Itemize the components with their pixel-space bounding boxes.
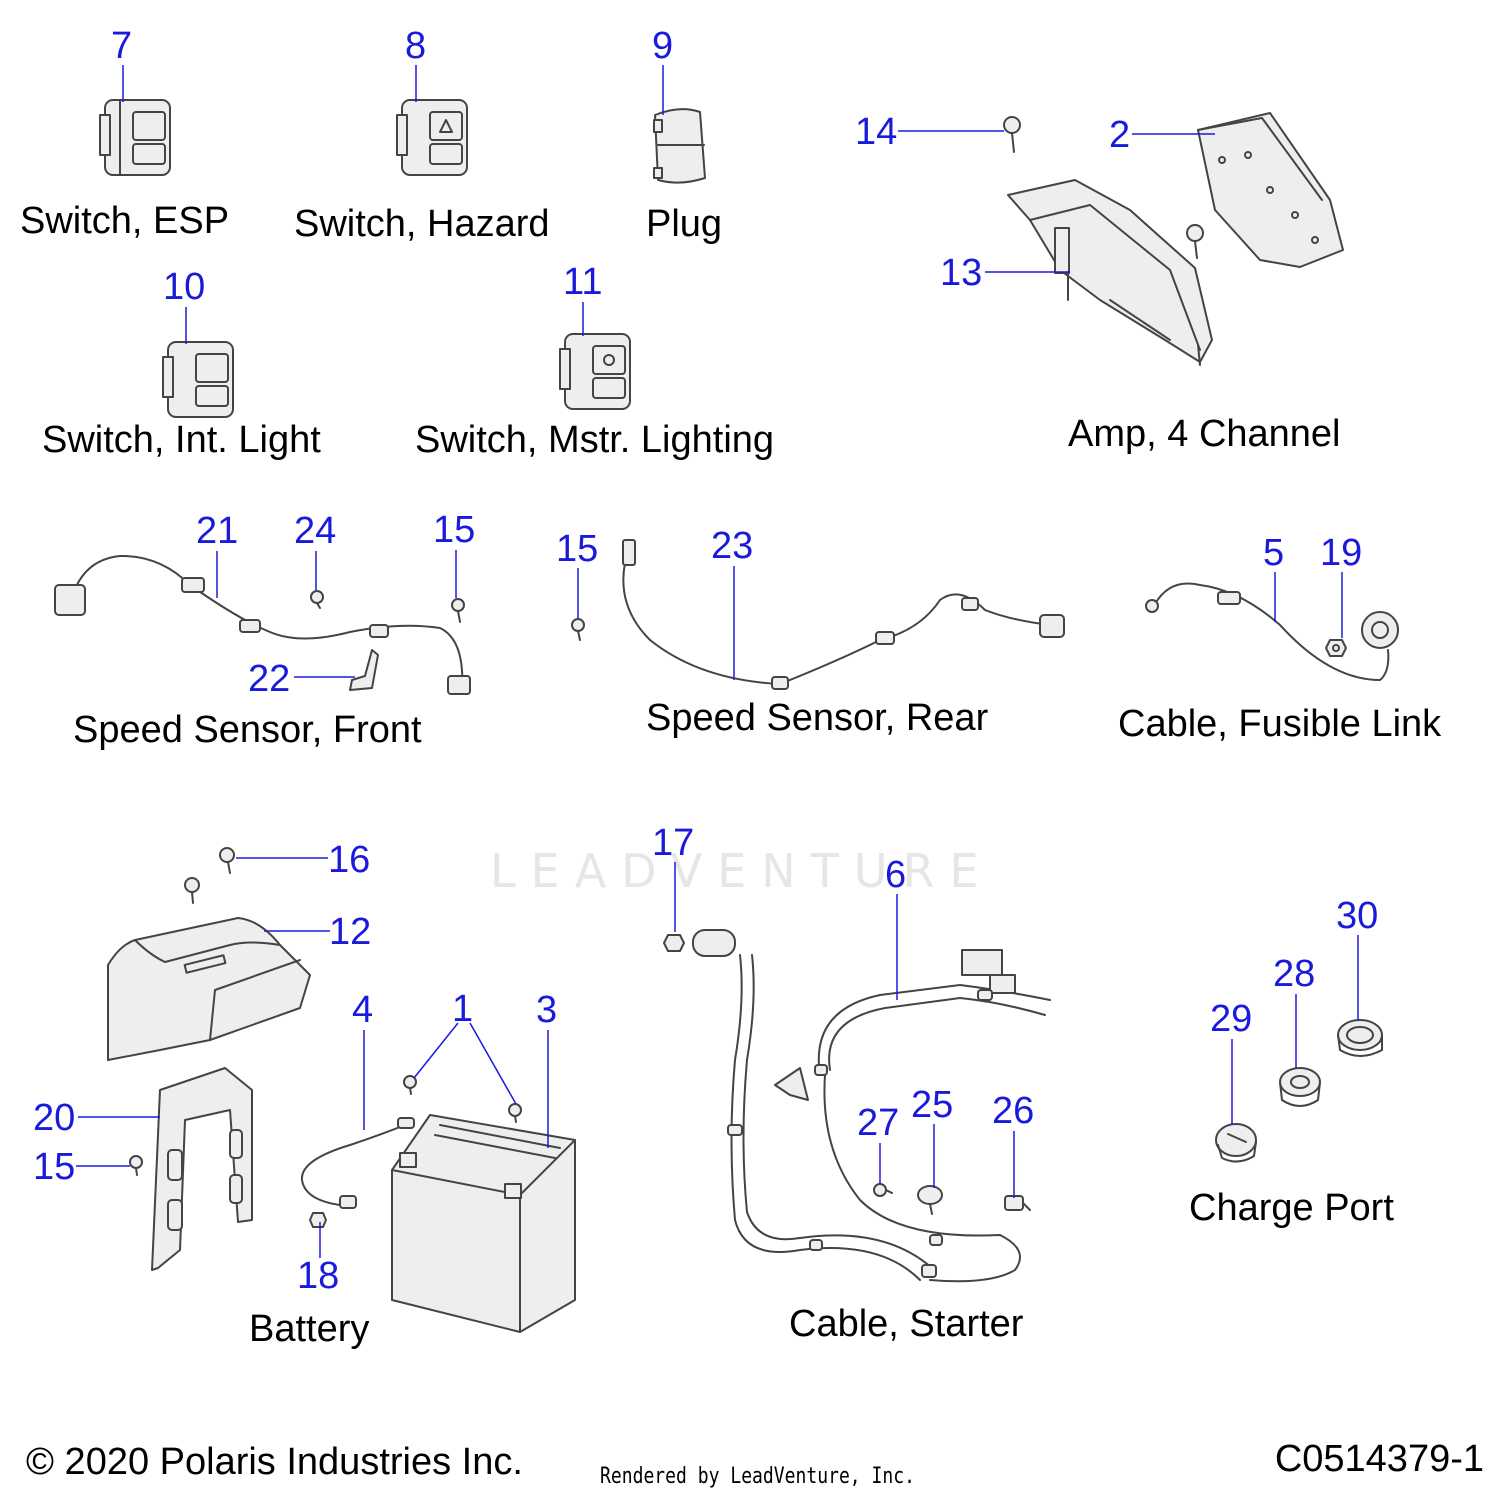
battery-bracket-20-part — [151, 1067, 253, 1271]
callout-18: 18 — [297, 1255, 340, 1297]
callout-28: 28 — [1273, 953, 1316, 995]
bolt-27-part — [873, 1183, 893, 1197]
callout-7: 7 — [111, 25, 133, 67]
callout-13: 13 — [940, 252, 983, 294]
label-switch-hazard: Switch, Hazard — [294, 203, 550, 245]
callout-27: 27 — [857, 1102, 900, 1144]
diagram-id: C0514379-1 — [1274, 1438, 1484, 1480]
bolt-14-part — [1003, 116, 1021, 153]
callout-3: 3 — [536, 989, 558, 1031]
callout-22: 22 — [248, 658, 291, 700]
callout-30: 30 — [1336, 895, 1379, 937]
bolt-15c-part — [129, 1155, 143, 1176]
callout-15-battery: 15 — [33, 1146, 76, 1188]
bolt-1b-part — [508, 1103, 522, 1123]
callout-14: 14 — [855, 111, 898, 153]
switch-esp-part — [99, 99, 171, 176]
callout-17: 17 — [652, 822, 695, 864]
callout-21: 21 — [196, 510, 239, 552]
cable-fusible-link-part — [1145, 582, 1399, 681]
callout-15-front: 15 — [433, 509, 476, 551]
speed-sensor-rear-part — [622, 539, 1065, 690]
switch-mstr-lighting-part — [559, 333, 631, 410]
battery-cable-4-part — [300, 1117, 415, 1209]
nut-19-part — [1325, 639, 1347, 657]
callout-24: 24 — [294, 510, 337, 552]
callout-4: 4 — [352, 989, 374, 1031]
rendered-by-credit: Rendered by LeadVenture, Inc. — [600, 1464, 915, 1489]
copyright-notice: © 2020 Polaris Industries Inc. — [26, 1441, 523, 1483]
charge-port-ring-30-part — [1337, 1019, 1383, 1057]
bolt-1a-part — [403, 1075, 417, 1095]
label-switch-esp: Switch, ESP — [20, 200, 230, 242]
battery-cover-12-part — [107, 917, 311, 1061]
starter-cable-6-part — [692, 929, 1051, 1283]
callout-1: 1 — [452, 988, 474, 1030]
callout-2: 2 — [1109, 114, 1131, 156]
nut-17-part — [663, 934, 685, 952]
callout-26: 26 — [992, 1090, 1035, 1132]
switch-int-light-part — [162, 341, 234, 418]
bracket-22-part — [349, 649, 379, 691]
amp-bracket-part — [1007, 179, 1213, 366]
bolt-16b-part — [184, 877, 200, 904]
label-charge-port: Charge Port — [1189, 1187, 1394, 1229]
charge-port-cap-29-part — [1215, 1123, 1257, 1163]
callout-6: 6 — [885, 854, 907, 896]
switch-hazard-part — [396, 99, 468, 176]
bolt-15a-part — [451, 598, 465, 623]
callout-10: 10 — [163, 266, 206, 308]
callout-9: 9 — [652, 25, 674, 67]
label-amp: Amp, 4 Channel — [1068, 413, 1341, 455]
callout-5: 5 — [1263, 532, 1285, 574]
plug-part — [653, 108, 706, 184]
callout-20: 20 — [33, 1097, 76, 1139]
label-switch-int-light: Switch, Int. Light — [42, 419, 321, 461]
callout-23: 23 — [711, 525, 754, 567]
charge-port-socket-28-part — [1279, 1067, 1321, 1107]
label-plug: Plug — [646, 203, 723, 245]
label-speed-sensor-front: Speed Sensor, Front — [73, 709, 422, 751]
callout-29: 29 — [1210, 998, 1253, 1040]
nut-18-part — [309, 1212, 327, 1228]
fitting-26-part — [1004, 1195, 1031, 1211]
bolt-24-part — [310, 590, 324, 609]
callout-8: 8 — [405, 25, 427, 67]
clamp-25-part — [917, 1185, 943, 1215]
battery-3-part — [391, 1114, 576, 1333]
bolt-15b-part — [571, 618, 585, 641]
callout-15-rear: 15 — [556, 528, 599, 570]
speed-sensor-front-part — [54, 554, 471, 695]
bolt-16-part — [219, 847, 235, 874]
label-cable-starter: Cable, Starter — [789, 1303, 1024, 1345]
label-cable-fusible-link: Cable, Fusible Link — [1118, 703, 1442, 745]
label-battery: Battery — [249, 1308, 370, 1350]
label-speed-sensor-rear: Speed Sensor, Rear — [646, 697, 989, 739]
label-switch-mstr-lighting: Switch, Mstr. Lighting — [415, 419, 775, 461]
callout-19: 19 — [1320, 532, 1363, 574]
callout-16: 16 — [328, 839, 371, 881]
leader-lines — [76, 65, 1359, 1258]
callout-11: 11 — [563, 261, 603, 303]
callout-12: 12 — [329, 911, 372, 953]
watermark: LEADVENTURE — [490, 844, 994, 898]
amp-part — [1197, 112, 1344, 268]
callout-25: 25 — [911, 1084, 954, 1126]
